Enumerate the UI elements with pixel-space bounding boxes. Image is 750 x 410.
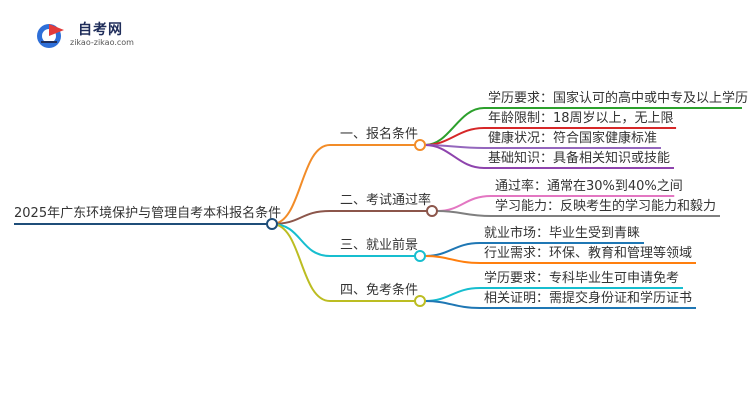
leaf-connector xyxy=(424,144,674,169)
leaf-label: 健康状况：符合国家健康标准 xyxy=(488,131,658,146)
branch-node[interactable] xyxy=(414,139,426,151)
leaf-label: 就业市场：毕业生受到青睐 xyxy=(484,226,641,241)
leaf-label: 基础知识：具备相关知识或技能 xyxy=(488,151,671,166)
logo-title: 自考网 xyxy=(78,22,123,38)
branch-node[interactable] xyxy=(426,205,438,217)
branch-connector xyxy=(271,223,415,302)
site-logo[interactable]: 自考网 zikao-zikao.com xyxy=(34,18,144,54)
leaf-label: 学历要求：国家认可的高中或中专及以上学历 xyxy=(488,91,749,106)
leaf-label: 行业需求：环保、教育和管理等领域 xyxy=(484,246,693,261)
root-topic: 2025年广东环境保护与管理自考本科报名条件 xyxy=(14,206,282,221)
branch-label: 二、考试通过率 xyxy=(340,193,432,208)
logo-icon xyxy=(37,24,64,48)
branch-label: 三、就业前景 xyxy=(340,238,419,253)
branch-connector xyxy=(271,223,415,257)
leaf-label: 通过率：通常在30%到40%之间 xyxy=(495,179,683,194)
leaf-label: 年龄限制：18周岁以上，无上限 xyxy=(488,111,674,126)
branch-node[interactable] xyxy=(414,295,426,307)
logo-url: zikao-zikao.com xyxy=(70,38,134,47)
branch-node[interactable] xyxy=(414,250,426,262)
branch-connector xyxy=(271,210,427,225)
leaf-connector xyxy=(424,300,696,309)
leaf-label: 相关证明：需提交身份证和学历证书 xyxy=(484,291,693,306)
leaf-label: 学习能力：反映考生的学习能力和毅力 xyxy=(495,199,717,214)
root-node[interactable] xyxy=(266,218,278,230)
leaf-connector xyxy=(424,255,696,264)
leaf-label: 学历要求：专科毕业生可申请免考 xyxy=(484,271,680,286)
branch-label: 四、免考条件 xyxy=(340,283,419,298)
leaf-connector xyxy=(436,210,720,217)
branch-connector xyxy=(271,144,415,225)
branch-label: 一、报名条件 xyxy=(340,127,419,142)
